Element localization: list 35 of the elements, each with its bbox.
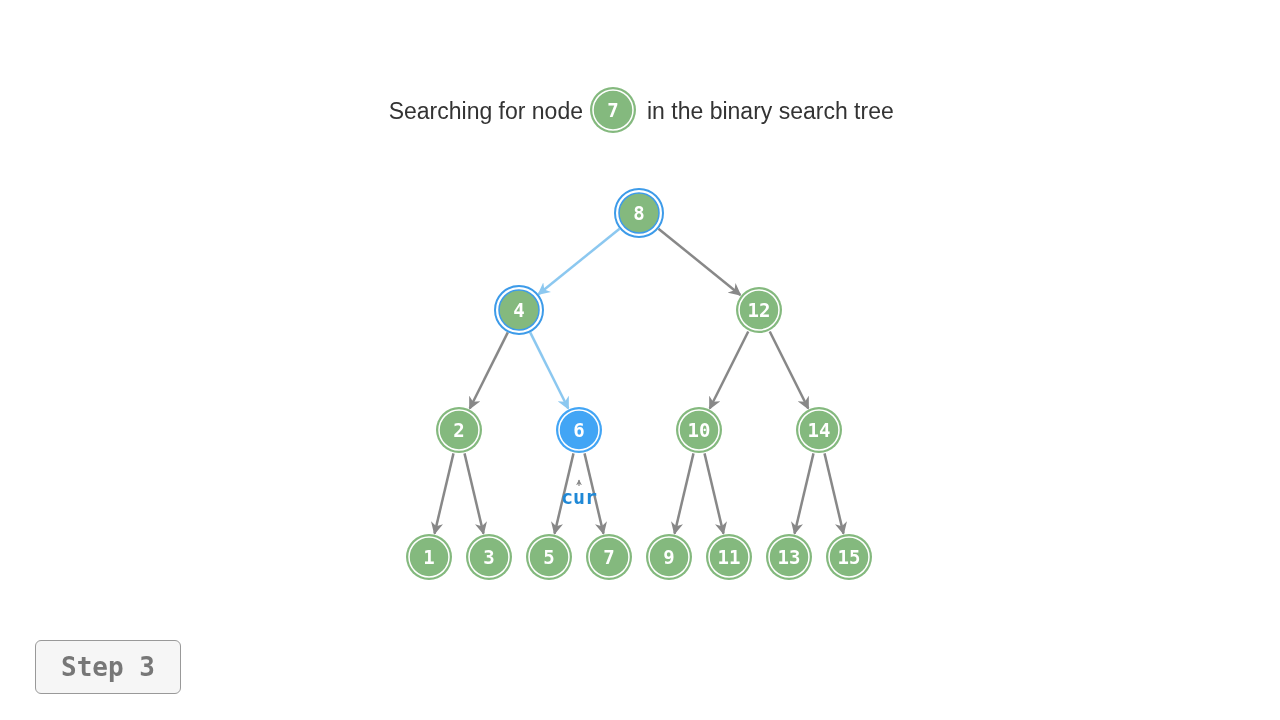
tree-node: 12: [735, 286, 783, 334]
tree-node: 5: [525, 533, 573, 581]
tree-edge: [529, 331, 570, 410]
visited-tree-node: 8: [614, 188, 664, 238]
tree-edge: [537, 227, 621, 296]
tree-node: 11: [705, 533, 753, 581]
pointer-label: cur: [557, 485, 601, 509]
tree-node: 13: [765, 533, 813, 581]
tree-edge: [463, 453, 487, 535]
pointer-arrow: [576, 479, 582, 487]
tree-node: 2: [435, 406, 483, 454]
current-tree-node: 6: [555, 406, 603, 454]
tree-node: 14: [795, 406, 843, 454]
tree-edge: [708, 330, 750, 410]
tree-edge: [468, 331, 509, 410]
tree-node: 3: [465, 533, 513, 581]
title-text: Searching for node: [388, 97, 583, 126]
tree-node: 15: [825, 533, 873, 581]
tree-node: 9: [645, 533, 693, 581]
tree-edge: [768, 330, 810, 410]
tree-edge: [823, 453, 847, 535]
tree-node: 10: [675, 406, 723, 454]
tree-node: 1: [405, 533, 453, 581]
title-text: in the binary search tree: [647, 97, 894, 126]
tree-edge: [791, 453, 815, 535]
step-badge: Step 3: [35, 640, 181, 694]
tree-edge: [657, 227, 742, 296]
tree-edge: [431, 453, 455, 535]
tree-node: 7: [589, 86, 637, 134]
tree-edge: [583, 453, 607, 535]
tree-node: 7: [585, 533, 633, 581]
visited-tree-node: 4: [494, 285, 544, 335]
tree-edge: [703, 453, 727, 535]
tree-edge: [671, 453, 695, 535]
tree-edge: [551, 453, 575, 535]
